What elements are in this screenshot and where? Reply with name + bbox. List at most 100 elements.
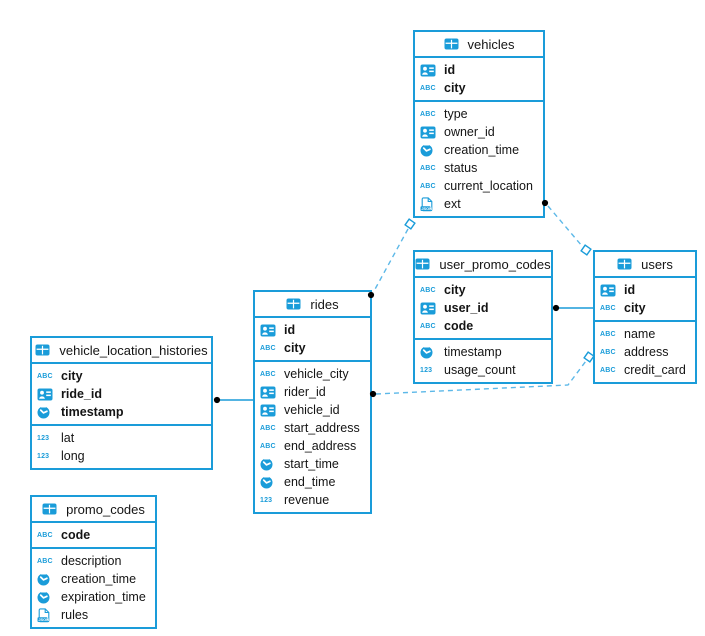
field-row-name[interactable]: ABC name: [595, 325, 695, 343]
number-type-icon: 123: [260, 497, 279, 504]
text-type-icon: ABC: [600, 349, 619, 356]
table-icon: [444, 38, 463, 50]
field-row-creation_time[interactable]: creation_time: [32, 570, 155, 588]
relationship-vehicles-rides[interactable]: [373, 228, 409, 292]
field-row-id[interactable]: id: [415, 61, 543, 79]
field-name: usage_count: [444, 363, 516, 377]
table-header-vehicles[interactable]: vehicles: [415, 32, 543, 58]
field-row-timestamp[interactable]: timestamp: [415, 343, 551, 361]
field-row-end_time[interactable]: end_time: [255, 473, 370, 491]
abc-glyph: ABC: [600, 304, 616, 312]
field-name: owner_id: [444, 125, 495, 139]
field-row-rider_id[interactable]: rider_id: [255, 383, 370, 401]
field-name: end_time: [284, 475, 336, 489]
field-row-city[interactable]: ABC city: [32, 367, 211, 385]
cardinality-square: [404, 218, 416, 230]
id-icon: [420, 64, 439, 77]
table-icon: [42, 503, 61, 515]
field-row-timestamp[interactable]: timestamp: [32, 403, 211, 421]
text-type-icon: ABC: [260, 345, 279, 352]
field-name: code: [61, 528, 91, 542]
table-header-promo_codes[interactable]: promo_codes: [32, 497, 155, 523]
number-type-icon: 123: [37, 435, 56, 442]
text-type-icon: ABC: [420, 183, 439, 190]
id-icon: [37, 388, 56, 401]
abc-glyph: ABC: [600, 330, 616, 338]
text-type-icon: ABC: [37, 532, 56, 539]
field-row-description[interactable]: ABC description: [32, 552, 155, 570]
text-type-icon: ABC: [600, 331, 619, 338]
field-name: type: [444, 107, 468, 121]
abc-glyph: ABC: [37, 372, 53, 380]
table-icon: [35, 344, 54, 356]
table-title: user_promo_codes: [439, 256, 551, 272]
field-row-expiration_time[interactable]: expiration_time: [32, 588, 155, 606]
field-name: description: [61, 554, 122, 568]
table-header-users[interactable]: users: [595, 252, 695, 278]
field-row-start_time[interactable]: start_time: [255, 455, 370, 473]
field-name: timestamp: [444, 345, 502, 359]
relationship-rides-users[interactable]: [375, 360, 587, 395]
field-row-ride_id[interactable]: ride_id: [32, 385, 211, 403]
table-header-user_promo_codes[interactable]: user_promo_codes: [415, 252, 551, 278]
field-row-owner_id[interactable]: owner_id: [415, 123, 543, 141]
field-row-code[interactable]: ABC code: [32, 526, 155, 544]
field-name: name: [624, 327, 656, 341]
id-icon: [420, 302, 439, 315]
field-row-user_id[interactable]: user_id: [415, 299, 551, 317]
timestamp-icon: [260, 476, 279, 489]
field-row-creation_time[interactable]: creation_time: [415, 141, 543, 159]
field-name: city: [444, 81, 466, 95]
timestamp-icon: [37, 591, 56, 604]
timestamp-icon: [420, 346, 439, 359]
abc-glyph: ABC: [420, 322, 436, 330]
field-row-code[interactable]: ABC code: [415, 317, 551, 335]
abc-glyph: ABC: [420, 286, 436, 294]
field-row-vehicle_id[interactable]: vehicle_id: [255, 401, 370, 419]
text-type-icon: ABC: [37, 558, 56, 565]
abc-glyph: ABC: [420, 84, 436, 92]
field-name: id: [624, 283, 636, 297]
field-row-city[interactable]: ABC city: [415, 79, 543, 97]
relationship-vehicles-users[interactable]: [547, 205, 583, 247]
number-type-icon: 123: [420, 367, 439, 374]
json-icon: JSON: [37, 607, 56, 623]
abc-glyph: ABC: [260, 344, 276, 352]
table-title: promo_codes: [66, 501, 145, 517]
table-header-rides[interactable]: rides: [255, 292, 370, 318]
abc-glyph: ABC: [37, 531, 53, 539]
field-row-id[interactable]: id: [595, 281, 695, 299]
field-row-city[interactable]: ABC city: [255, 339, 370, 357]
field-row-usage_count[interactable]: 123 usage_count: [415, 361, 551, 379]
field-name: city: [61, 369, 83, 383]
field-row-id[interactable]: id: [255, 321, 370, 339]
abc-glyph: ABC: [260, 424, 276, 432]
field-name: city: [284, 341, 306, 355]
table-title: users: [641, 256, 673, 272]
table-header-vehicle_location_histories[interactable]: vehicle_location_histories: [32, 338, 211, 364]
field-name: code: [444, 319, 474, 333]
